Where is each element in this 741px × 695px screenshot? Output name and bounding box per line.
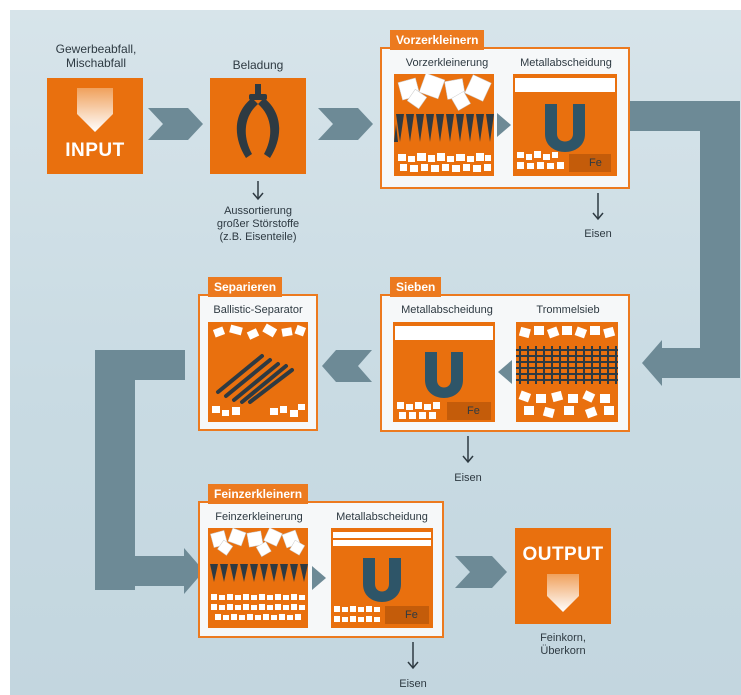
- magnet-icon: [333, 532, 431, 624]
- connector-left-vertical: [95, 350, 135, 590]
- sieben-drum-screen: [516, 322, 618, 422]
- output-box: OUTPUT: [515, 528, 611, 624]
- sieben-tab: Sieben: [390, 277, 442, 297]
- down-arrow-icon: [547, 574, 579, 612]
- magnet-icon: [395, 326, 493, 420]
- sieben-output: Eisen: [454, 472, 482, 484]
- feinzerkleinern-tab: Feinzerkleinern: [208, 484, 309, 504]
- arrow-input-beladung: [148, 108, 203, 140]
- input-caption: Gewerbeabfall, Mischabfall: [55, 42, 137, 70]
- down-arrow-icon: [592, 193, 604, 221]
- connector-left-top: [95, 350, 185, 380]
- input-label: INPUT: [65, 140, 125, 161]
- vorzerkleinern-magnet: Fe: [513, 74, 617, 176]
- vorzerkleinern-step2-label: Metallabscheidung: [520, 57, 612, 69]
- feinzerkleinern-magnet: Fe: [331, 528, 433, 628]
- magnet-icon: [515, 78, 615, 172]
- arrow-sieben-separieren: [322, 350, 372, 382]
- separieren-separator: [208, 322, 308, 422]
- output-caption: Feinkorn, Überkorn: [540, 632, 586, 657]
- beladung-note: Aussortierung großer Störstoffe (z.B. Ei…: [216, 205, 300, 243]
- feinzerkleinern-step1-label: Feinzerkleinerung: [215, 511, 303, 523]
- down-arrow-icon: [407, 642, 419, 670]
- down-arrow-icon: [462, 436, 474, 464]
- ballistic-separator-icon: [212, 323, 307, 417]
- feinzerkleinern-output: Eisen: [399, 678, 427, 690]
- down-arrow-icon: [252, 181, 264, 201]
- fe-label: Fe: [589, 157, 602, 169]
- separieren-step1-label: Ballistic-Separator: [213, 304, 303, 316]
- output-label: OUTPUT: [522, 544, 604, 565]
- grapple-icon: [236, 84, 280, 158]
- vorzerkleinern-tab: Vorzerkleinern: [390, 30, 485, 50]
- drum-screen-icon: [516, 326, 618, 419]
- connector-right-bottom: [662, 348, 740, 378]
- beladung-box: [210, 78, 306, 174]
- vorzerkleinern-output: Eisen: [584, 228, 612, 240]
- beladung-title: Beladung: [232, 58, 284, 72]
- inner-arrow-icon: [498, 360, 512, 384]
- down-arrow-icon: [77, 88, 113, 132]
- input-box: INPUT: [47, 78, 143, 174]
- arrow-beladung-vorzerkleinern: [318, 108, 373, 140]
- feinzerkleinern-step2-label: Metallabscheidung: [336, 511, 428, 523]
- shredder-icon: [394, 74, 494, 172]
- sieben-step2-label: Trommelsieb: [536, 304, 600, 316]
- sieben-step1-label: Metallabscheidung: [401, 304, 493, 316]
- connector-right-vertical: [700, 101, 740, 378]
- connector-left-arrowhead: [184, 548, 204, 594]
- connector-right-arrowhead: [642, 340, 662, 386]
- vorzerkleinern-step1-label: Vorzerkleinerung: [405, 57, 489, 69]
- connector-left-bottom: [95, 556, 185, 586]
- inner-arrow-icon: [497, 113, 511, 137]
- fe-label: Fe: [405, 609, 418, 621]
- feinzerkleinern-shredder: [208, 528, 308, 628]
- fe-label: Fe: [467, 405, 480, 417]
- vorzerkleinern-shredder: [394, 74, 494, 176]
- arrow-feinzerkleinern-output: [455, 556, 507, 588]
- separieren-tab: Separieren: [208, 277, 283, 297]
- sieben-magnet: Fe: [393, 322, 495, 422]
- shredder-icon: [210, 528, 308, 620]
- inner-arrow-icon: [312, 566, 326, 590]
